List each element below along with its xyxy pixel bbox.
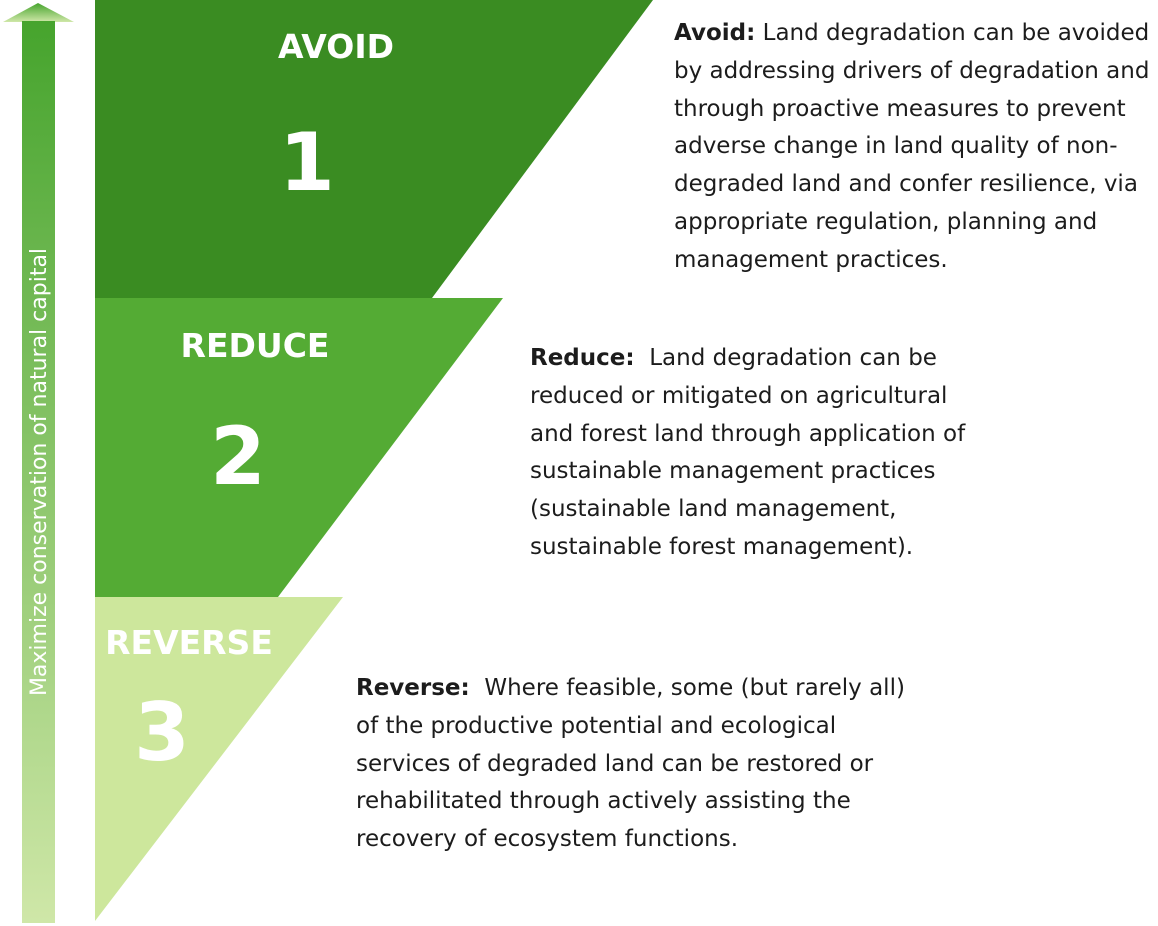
desc-line: Reduce: Land degradation can be [530,340,965,378]
desc-line: sustainable forest management). [530,533,914,560]
desc-line: and forest land through application of [530,420,966,447]
tier-reduce-title: REDUCE [181,326,330,365]
desc-line: appropriate regulation, planning and [674,208,1098,235]
desc-line-text: Land degradation can be avoided [762,20,1150,46]
desc-line: Avoid: Land degradation can be avoided [674,15,1149,53]
desc-line: reduced or mitigated on agricultural [530,382,948,409]
desc-line-text: Where feasible, some (but rarely all) [484,675,905,701]
tier-reverse-title: REVERSE [105,623,273,662]
desc-line: (sustainable land management, [530,496,897,523]
desc-line: sustainable management practices [530,458,936,485]
tier-reverse-number: 3 [134,686,190,779]
desc-line: of the productive potential and ecologic… [356,712,837,739]
reverse-description: Reverse: Where feasible, some (but rarel… [356,670,905,859]
desc-line: degraded land and confer resilience, via [674,171,1138,198]
desc-line: recovery of ecosystem functions. [356,826,739,853]
tier-avoid-shape [95,0,653,298]
desc-line: management practices. [674,246,948,273]
desc-line: Reverse: Where feasible, some (but rarel… [356,670,905,708]
arrow-shaft [22,21,55,923]
desc-line: through proactive measures to prevent [674,95,1126,122]
tier-avoid-title: AVOID [278,27,394,66]
reverse-heading: Reverse: [356,675,470,701]
reduce-heading: Reduce: [530,345,635,371]
tier-avoid: AVOID 1 [95,0,653,298]
avoid-heading: Avoid: [674,20,756,46]
desc-line: rehabilitated through actively assisting… [356,788,851,815]
desc-line: adverse change in land quality of non- [674,133,1118,160]
arrow-head [3,3,74,22]
tier-reverse-shape [95,597,343,921]
reduce-description: Reduce: Land degradation can be reduced … [530,340,965,567]
desc-line: services of degraded land can be restore… [356,750,874,777]
desc-line: by addressing drivers of degradation and [674,57,1150,84]
avoid-description: Avoid: Land degradation can be avoided b… [674,15,1149,280]
tier-reduce: REDUCE 2 [95,298,503,597]
tier-reverse: REVERSE 3 [95,597,343,921]
tier-reduce-number: 2 [210,410,266,503]
desc-line-text: Land degradation can be [649,345,937,371]
tier-avoid-number: 1 [279,116,335,209]
arrow-label: Maximize conservation of natural capital [27,248,52,696]
tier-reduce-shape [95,298,503,597]
conservation-arrow: Maximize conservation of natural capital [3,3,74,923]
